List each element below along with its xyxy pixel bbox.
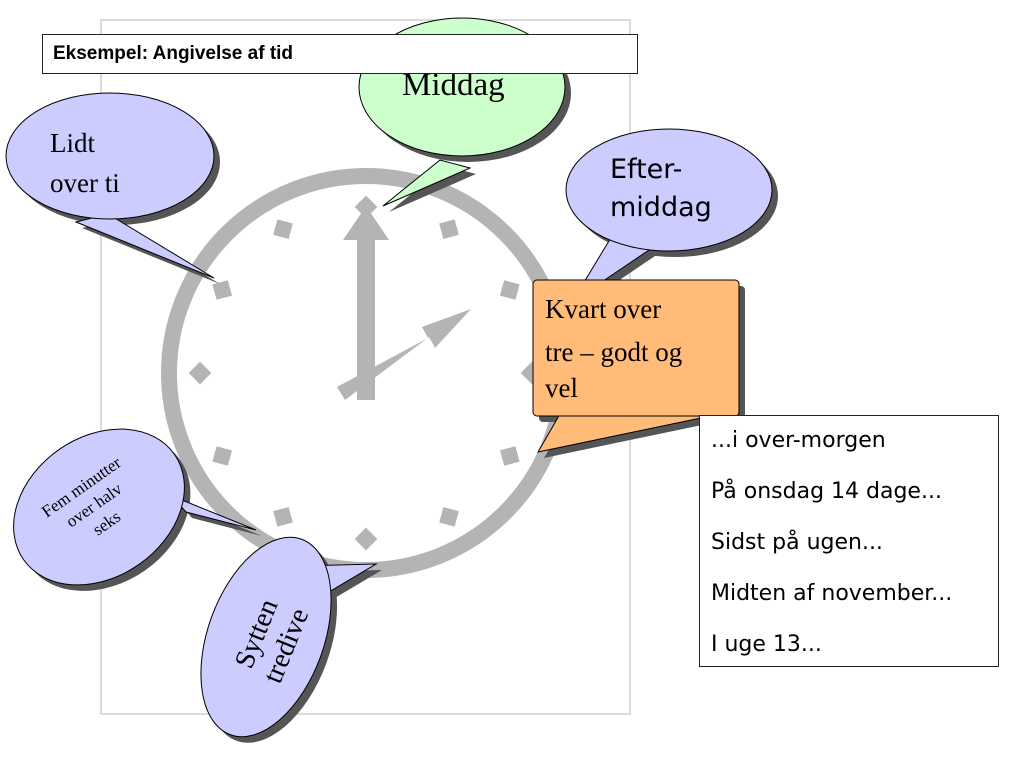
clock-tick	[500, 446, 520, 466]
bubble-lidt-over-ti: Lidt over ti	[5, 92, 220, 284]
bubble-fem-minutter: Fem minutter over halv seks	[13, 428, 262, 591]
bubble-efter-line1: Efter-	[610, 154, 682, 185]
clock-tick	[188, 361, 212, 385]
list-item: I uge 13...	[711, 632, 822, 657]
bubble-lidt-line1: Lidt	[50, 128, 95, 158]
clock-tick	[273, 507, 293, 527]
clock-tick	[212, 446, 232, 466]
box-kvart-line3: vel	[545, 373, 578, 403]
list-item: Midten af november...	[711, 581, 953, 606]
clock-tick	[439, 507, 459, 527]
bubble-lidt-line2: over ti	[50, 168, 120, 198]
clock	[161, 168, 571, 578]
clock-tick	[439, 219, 459, 239]
list-item: ...i over-morgen	[711, 428, 886, 453]
list-item: Sidst på ugen...	[711, 530, 883, 555]
list-item: På onsdag 14 dage...	[711, 479, 942, 504]
bubble-efter-line2: middag	[610, 192, 712, 223]
box-kvart-line1: Kvart over	[545, 294, 661, 324]
slide-title: Eksempel: Angivelse af tid	[42, 34, 638, 74]
clock-tick	[354, 527, 378, 551]
bubble-sytten-tredive: Sytten tredive	[200, 536, 382, 743]
clock-tick	[273, 219, 293, 239]
minute-hand	[343, 206, 389, 400]
clock-tick	[500, 280, 520, 300]
clock-tick	[212, 280, 232, 300]
time-expression-list: ...i over-morgen På onsdag 14 dage... Si…	[699, 415, 999, 667]
bubble-eftermiddag: Efter- middag	[565, 128, 778, 308]
box-kvart-line2: tre – godt og	[545, 337, 682, 367]
box-kvart-over-tre: Kvart over tre – godt og vel	[532, 279, 745, 458]
